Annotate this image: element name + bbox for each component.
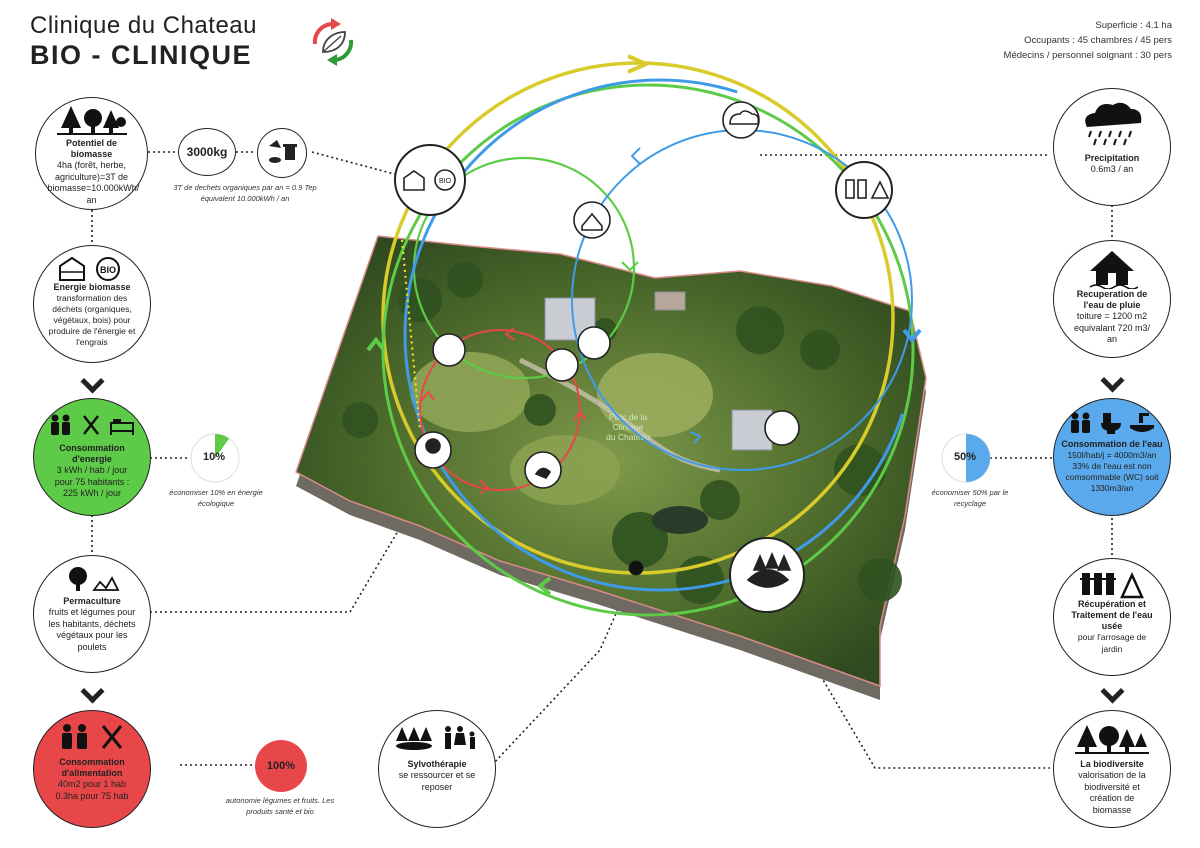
- page-header: Clinique du Chateau BIO - CLINIQUE: [30, 12, 257, 71]
- forest-lake-icon: [746, 569, 790, 588]
- biodiversity-title: La biodiversite: [1080, 759, 1144, 769]
- sylvotherapie-text: se ressourcer et se reposer: [398, 770, 476, 792]
- water-consumption-text: 150l/hab/j = 4000m3/an 33% de l'eau est …: [1065, 450, 1159, 493]
- info-occupants: Occupants : 45 chambres / 45 pers: [1024, 35, 1172, 46]
- bed-icon: [110, 419, 134, 435]
- node-biodiversity: La biodiversite valorisation de la biodi…: [1053, 710, 1171, 828]
- cutlery-icon: [101, 725, 123, 749]
- cutlery-icon: [83, 415, 99, 435]
- water-consumption-title: Consommation de l'eau: [1061, 439, 1163, 449]
- people-icon: [1071, 412, 1090, 433]
- forest-lake-icon: [396, 727, 432, 750]
- rainwater-recovery-title: Recuperation de l'eau de pluie: [1076, 289, 1148, 310]
- faucet-icon: [1130, 413, 1154, 432]
- water-filter-icon: [845, 179, 855, 199]
- fruit-icon: [69, 567, 120, 591]
- park-aerial-view: [295, 235, 927, 700]
- map-node-icons: BIO: [403, 110, 890, 588]
- greenhouse-icon: BIO: [59, 256, 120, 281]
- waste-note: 3T de dechets organiques par an = 0.9 Te…: [173, 183, 317, 203]
- svg-text:BIO: BIO: [100, 265, 116, 275]
- toilet-icon: [1101, 413, 1121, 434]
- permaculture-text: fruits et légumes pour les habitants, dé…: [48, 607, 136, 652]
- site-info: Superficie : 4.1 ha Occupants : 45 chamb…: [1004, 18, 1172, 63]
- precipitation-text: 0.6m3 / an: [1090, 164, 1134, 174]
- food-autonomy-badge: 100%: [255, 740, 307, 792]
- recycle-triangle-icon: [870, 180, 890, 199]
- info-staff: Médecins / personnel soignant : 30 pers: [1003, 50, 1172, 61]
- biomass-energy-text: transformation des déchets (organiques, …: [48, 293, 136, 347]
- node-biomass-potential: Potentiel de biomasse 4ha (forêt, herbe,…: [35, 97, 148, 210]
- sylvotherapie-title: Sylvothérapie: [407, 759, 467, 769]
- water-saving-value: 50%: [954, 451, 977, 463]
- food-autonomy-value: 100%: [266, 760, 296, 772]
- biomass-text: 4ha (forêt, herbe, agriculture)=3T de bi…: [47, 160, 140, 205]
- water-filter-icon: [1080, 571, 1144, 599]
- energy-saving-gauge: [190, 433, 240, 483]
- biomass-energy-title: Energie biomasse: [53, 282, 131, 292]
- trees-icon: [1075, 725, 1149, 754]
- people-icon: [51, 414, 70, 435]
- logo-leaf-recycle-icon: [312, 18, 354, 66]
- page-title: Clinique du Chateau: [30, 12, 257, 39]
- connector-lines: [91, 151, 1113, 769]
- node-rainwater-recovery: Recuperation de l'eau de pluie toiture =…: [1053, 240, 1171, 358]
- rain-cloud-icon: [1085, 102, 1142, 146]
- trees-icon: [56, 106, 127, 135]
- node-waste-icons: [257, 128, 307, 178]
- energy-saving-value: 10%: [203, 451, 226, 463]
- energy-consumption-title: Consommation d'energie: [59, 443, 125, 464]
- compost-icon: [269, 140, 297, 163]
- wastewater-text: pour l'arrosage de jardin: [1077, 632, 1147, 654]
- node-precipitation: Precipitation 0.6m3 / an: [1053, 88, 1171, 206]
- food-consumption-text: 40m2 pour 1 hab 0.3ha pour 75 hab: [55, 779, 129, 801]
- node-wastewater-treatment: Récupération et Traitement de l'eau usée…: [1053, 558, 1171, 676]
- energy-consumption-text: 3 kWh / hab / jour pour 75 habitants : 2…: [54, 465, 130, 498]
- energy-saving-wedge: [215, 434, 230, 458]
- house-rain-icon: [581, 212, 603, 231]
- node-biomass-energy: BIO Energie biomasse transformation des …: [33, 245, 151, 363]
- family-walk-icon: [445, 726, 475, 749]
- page-subtitle: BIO - CLINIQUE: [30, 40, 252, 70]
- tree-icon: [425, 438, 441, 454]
- bio-recycle-icon: [434, 169, 456, 191]
- info-surface: Superficie : 4.1 ha: [1095, 20, 1172, 31]
- people-icon: [62, 724, 87, 749]
- food-consumption-title: Consommation d'alimentation: [59, 757, 125, 778]
- house-rain-icon: [1089, 251, 1138, 289]
- water-saving-gauge: [941, 433, 991, 483]
- permaculture-title: Permaculture: [63, 596, 121, 606]
- node-sylvotherapie: Sylvothérapie se ressourcer et se repose…: [378, 710, 496, 828]
- biomass-title: Potentiel de biomasse: [65, 138, 117, 159]
- node-waste-amount: 3000kg: [178, 128, 236, 176]
- food-cycle: [419, 327, 587, 495]
- water-saving-note: économiser 50% par le recyclage: [931, 488, 1009, 508]
- rain-cloud-icon: [729, 110, 760, 125]
- biodiversity-text: valorisation de la biodiversité et créat…: [1078, 770, 1146, 815]
- node-food-consumption: Consommation d'alimentation 40m2 pour 1 …: [33, 710, 151, 828]
- wastewater-title: Récupération et Traitement de l'eau usée: [1071, 599, 1153, 631]
- water-saving-wedge: [966, 434, 990, 482]
- node-permaculture: Permaculture fruits et légumes pour les …: [33, 555, 151, 673]
- greenhouse-icon: [403, 170, 425, 191]
- food-autonomy-note: autonomie légumes et fruits. Les produit…: [225, 796, 335, 816]
- node-water-consumption: Consommation de l'eau 150l/hab/j = 4000m…: [1053, 398, 1171, 516]
- energy-saving-note: économiser 10% en énergie écologique: [169, 488, 263, 508]
- precipitation-title: Precipitation: [1084, 153, 1140, 163]
- waste-amount: 3000kg: [186, 145, 228, 159]
- svg-text:BIO: BIO: [439, 178, 452, 185]
- rainwater-recovery-text: toiture = 1200 m2 equivalant 720 m3/ an: [1073, 311, 1151, 344]
- node-energy-consumption: Consommation d'energie 3 kWh / hab / jou…: [33, 398, 151, 516]
- chicken-icon: [534, 467, 552, 479]
